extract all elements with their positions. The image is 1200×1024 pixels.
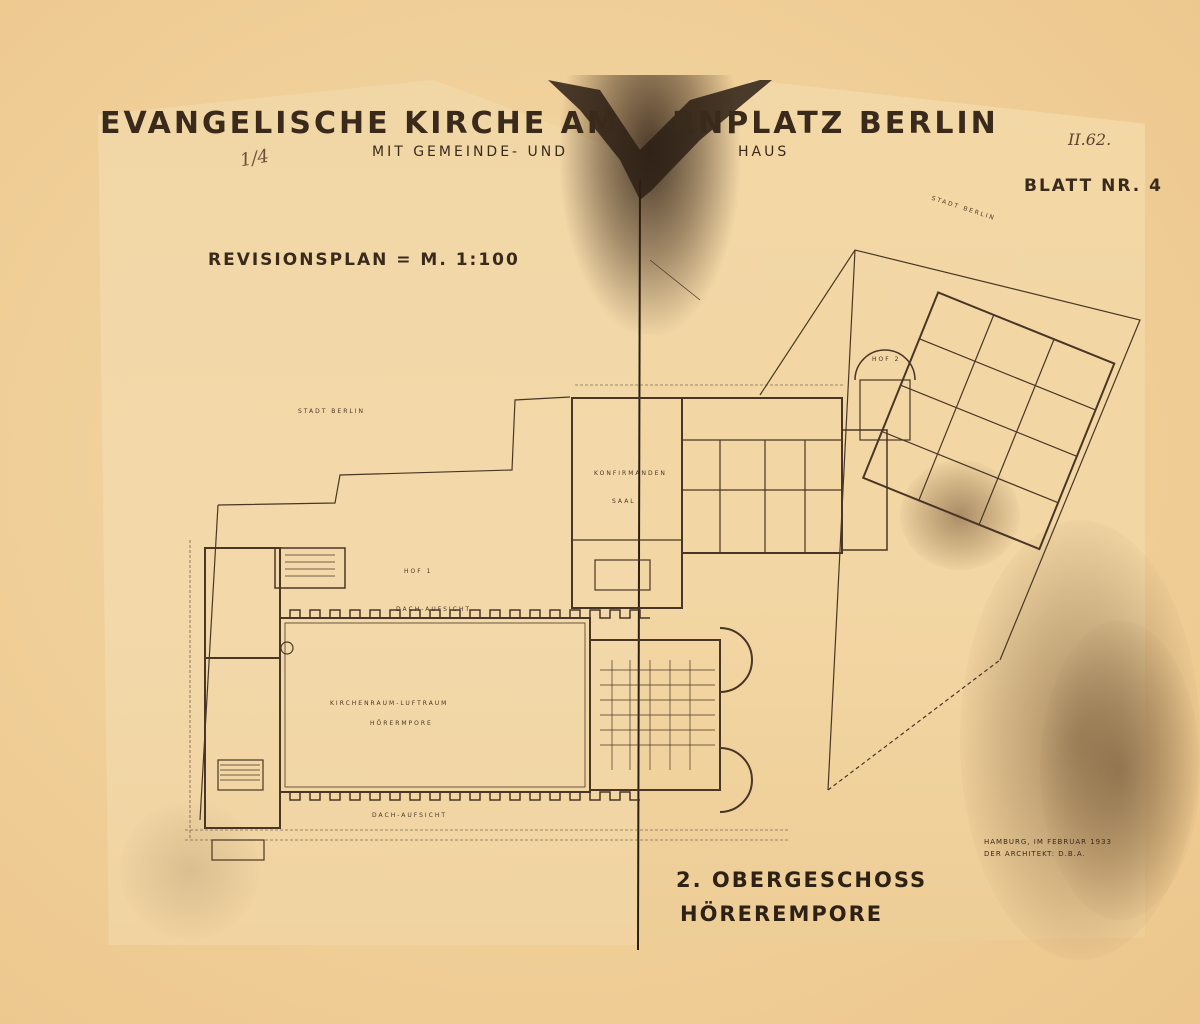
floor-subtitle: HÖREREMPORE [680,902,884,926]
label-dach-aufsicht-top: DACH-AUFSICHT [396,606,472,613]
water-stain [120,800,260,940]
scale-label: REVISIONSPLAN = M. 1:100 [208,250,520,270]
architect-signature: HAMBURG, IM FEBRUAR 1933 DER ARCHITEKT: … [984,836,1112,860]
corner-mark: II.62. [1068,130,1112,149]
sheet-subtitle-right: HAUS [738,144,790,160]
sheet-subtitle-left: MIT GEMEINDE- UND [372,144,569,160]
label-hof-2: HOF 2 [872,356,901,363]
floor-title: 2. OBERGESCHOSS [676,868,928,892]
label-hof-1: HOF 1 [404,568,433,575]
label-konfirmanden: KONFIRMANDEN [594,470,667,477]
label-stadt-berlin: STADT BERLIN [298,408,365,415]
water-stain [900,460,1020,570]
sheet-title-left: EVANGELISCHE KIRCHE AM [100,106,620,141]
sheet-title-right: RNPLATZ BERLIN [672,106,999,141]
paper-left-sheet [98,80,640,945]
water-stain [1040,620,1200,920]
label-saal: SAAL [612,498,636,505]
signature-line-1: HAMBURG, IM FEBRUAR 1933 [984,838,1113,846]
label-kirchenraum: KIRCHENRAUM-LUFTRAUM [330,700,449,707]
label-hoerer-empore: HÖRERMPORE [370,720,433,727]
signature-line-2: DER ARCHITEKT: D.B.A. [984,850,1086,858]
label-dach-aufsicht-bottom: DACH-AUFSICHT [372,812,448,819]
sheet-number: BLATT NR. 4 [1024,176,1163,196]
